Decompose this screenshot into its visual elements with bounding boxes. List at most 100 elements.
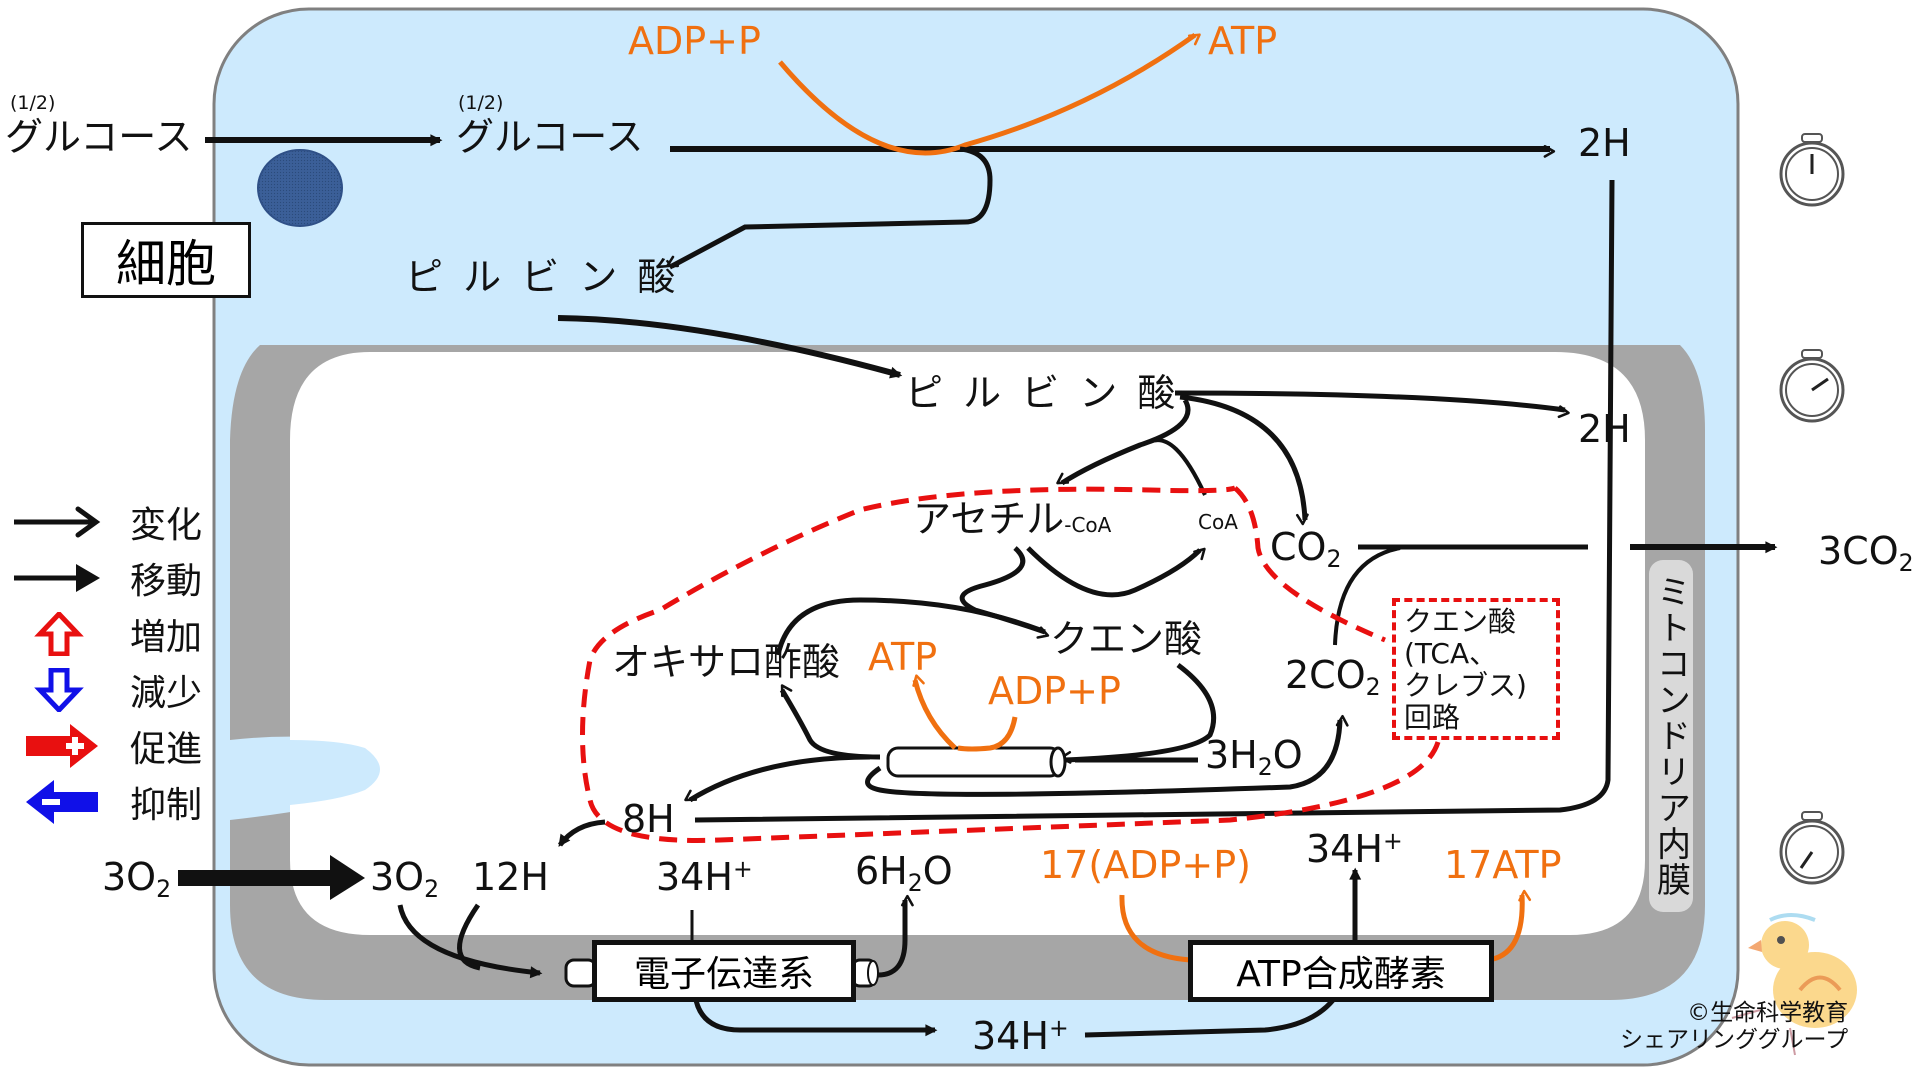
arrow-cycle-to-8h	[684, 754, 871, 803]
out-co2-text: 3CO	[1818, 529, 1899, 573]
arrow-pyruvate-transport	[557, 315, 903, 379]
intermembrane-hplus-label: 34H+	[972, 1014, 1069, 1055]
legend-item-decrease: 減少	[12, 667, 202, 714]
outside-o2-label: 3O2	[102, 858, 171, 902]
chick-mascot-icon	[1731, 913, 1857, 1056]
line-2co2-up	[1333, 546, 1401, 646]
inhibit-arrow-icon	[12, 780, 102, 824]
legend-item-inhibit: 抑制	[12, 780, 202, 826]
decrease-arrow-icon	[12, 667, 102, 714]
stopwatch-icon	[1779, 811, 1845, 885]
legend-item-increase: 増加	[12, 610, 202, 658]
electron-transport-chain-box: 電子伝達系	[592, 940, 856, 1002]
acetyl-coa-suffix: -CoA	[1064, 513, 1112, 537]
co2-subscript: 2	[1326, 545, 1342, 574]
arrow-glycolysis-atp	[778, 32, 1201, 156]
tca-box-line: (TCA、	[1404, 637, 1498, 670]
out-co2-subscript: 2	[1898, 549, 1914, 578]
pyruvate-2h: 2H	[1578, 407, 1631, 451]
promote-arrow-icon	[12, 724, 102, 768]
stopwatch-icon	[1779, 349, 1845, 423]
legend-item-promote: 促進	[12, 724, 202, 770]
glycolysis-adp: ADP+P	[628, 19, 761, 63]
open-arrow-icon	[12, 500, 102, 544]
intermembrane-hplus-sup: +	[1048, 1014, 1069, 1043]
outside-glucose: グルコース	[5, 115, 193, 159]
arrow-tca-atp	[912, 674, 957, 750]
two-co2-label: 2CO2	[1285, 656, 1381, 700]
arrow-cycle-to-2co2	[865, 714, 1349, 797]
copyright: ©生命科学教育 シェアリンググループ	[1620, 1000, 1848, 1054]
arrow-etc-to-water	[877, 894, 914, 978]
h2o-input-label: 3H2O	[1205, 736, 1303, 780]
glycolysis-2h: 2H	[1578, 121, 1631, 165]
mitochondrial-matrix	[290, 352, 1645, 935]
legend-label: 抑制	[130, 785, 203, 826]
legend-label: 減少	[130, 673, 203, 714]
inner-o2-subscript: 2	[424, 875, 440, 904]
matrix-hplus-label: 34H+	[656, 855, 753, 899]
h2o-suffix: O	[1272, 733, 1303, 777]
nucleus	[257, 149, 343, 227]
increase-arrow-icon	[12, 610, 102, 657]
matrix-hplus-text: 34H	[656, 855, 733, 899]
tca-box-line: クレブス)	[1404, 669, 1527, 702]
inside-glucose: グルコース	[456, 115, 644, 159]
atp-synthase-box: ATP合成酵素	[1188, 940, 1494, 1002]
water-prefix: 6H	[855, 849, 908, 893]
legend-label: 移動	[130, 561, 203, 602]
arrow-pyruvate-to-2h	[1174, 390, 1570, 419]
tca-adp-label: ADP+P	[988, 669, 1121, 713]
inside-glucose-fraction: (1/2)	[458, 92, 504, 114]
solid-arrow-icon	[12, 556, 102, 600]
legend-label: 促進	[130, 729, 203, 770]
arrow-pyruvate-to-acetyl	[1056, 398, 1191, 486]
co2-label: CO2	[1270, 528, 1341, 572]
acetyl-coa: アセチル-CoA	[913, 500, 1111, 538]
water-subscript: 2	[907, 869, 923, 898]
arrow-o2-head	[330, 855, 365, 900]
tca-box-line: クエン酸	[1404, 605, 1517, 638]
legend-label: 増加	[130, 617, 203, 658]
co2-text: CO	[1270, 525, 1327, 569]
line-2h-down	[694, 179, 1615, 823]
legend-item-movement: 移動	[12, 556, 202, 602]
tca-cycle-box: クエン酸 (TCA、 クレブス) 回路	[1392, 598, 1560, 740]
out-co2-label: 3CO2	[1818, 532, 1914, 576]
arrow-8h-to-12h	[557, 819, 606, 847]
glycolysis-atp: ATP	[1208, 19, 1278, 63]
arrow-etc-to-hplus	[692, 994, 938, 1037]
water-output-label: 6H2O	[855, 852, 953, 896]
arrow-12h-to-etc	[457, 903, 481, 971]
water-suffix: O	[922, 849, 953, 893]
inner-o2-text: 3O	[370, 855, 425, 899]
tca-enzyme-tube	[886, 746, 1067, 778]
tca-atp-label: ATP	[868, 635, 938, 679]
outside-glucose-fraction: (1/2)	[10, 92, 56, 114]
h2o-subscript: 2	[1257, 753, 1273, 782]
two-co2-text: 2CO	[1285, 653, 1366, 697]
arrow-synthase-to-atp	[1487, 889, 1532, 963]
tca-cycle-region	[580, 485, 1441, 843]
citrate-label: クエン酸	[1050, 617, 1203, 661]
atp-17-label: 17ATP	[1444, 843, 1562, 887]
twelve-h-label: 12H	[472, 855, 549, 899]
stopwatch-icon	[1779, 133, 1845, 207]
mito-pyruvate: ピ ル ビ ン 酸	[905, 371, 1180, 415]
inner-membrane-label: ミトコンドリア内膜	[1649, 560, 1693, 912]
arrow-oxalo-to-citrate	[775, 597, 1041, 656]
arrow-acetyl-to-coa	[1026, 546, 1206, 598]
return-hplus-label: 34H+	[1306, 827, 1403, 871]
return-hplus-text: 34H	[1306, 827, 1383, 871]
cell-label: 細胞	[81, 222, 251, 298]
copyright-line: シェアリンググループ	[1620, 1027, 1849, 1053]
arrow-pyruvate-to-co2	[1179, 394, 1309, 526]
matrix-hplus-sup: +	[732, 855, 753, 884]
h2o-prefix: 3H	[1205, 733, 1258, 777]
eight-h-label: 8H	[622, 797, 675, 841]
coa-label: CoA	[1198, 510, 1238, 534]
oxaloacetate-label: オキサロ酢酸	[612, 640, 841, 684]
line-adp-to-synthase	[1119, 894, 1191, 963]
line-tca-adp	[957, 716, 1018, 752]
